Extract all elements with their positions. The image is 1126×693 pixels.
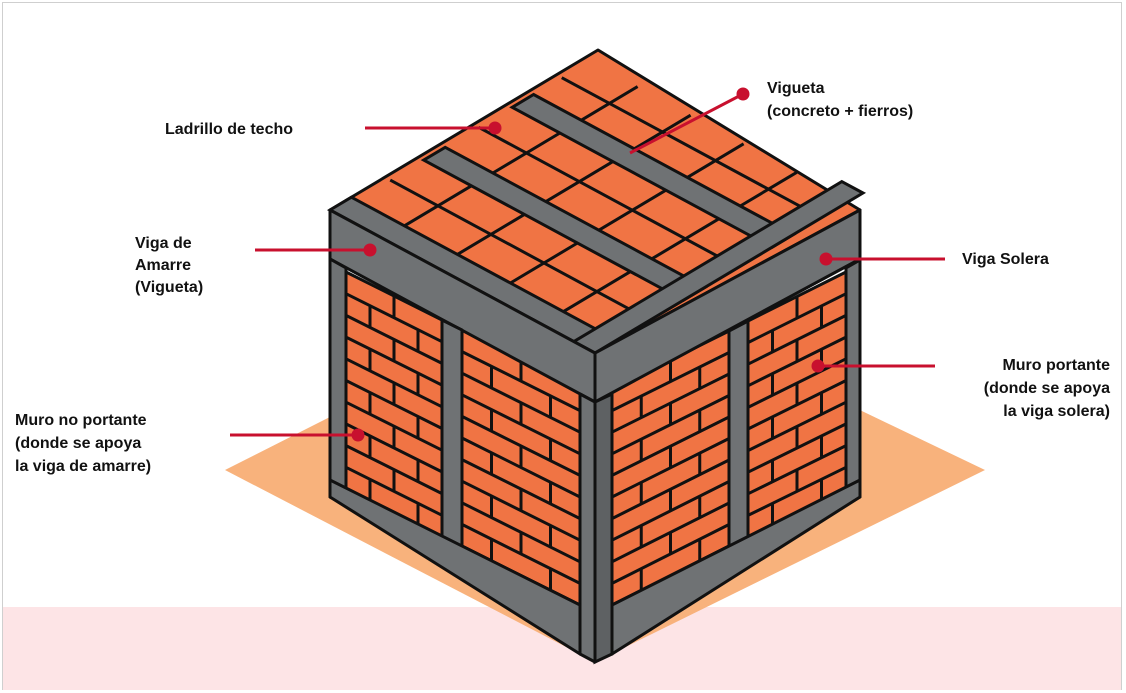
label-vigueta-line2: (concreto + fierros): [767, 103, 913, 120]
label-muro-portante-line2: (donde se apoya: [984, 380, 1110, 397]
sill-beam-right: [610, 478, 862, 656]
leader-muro-portante-dot: [811, 359, 825, 373]
column-right-outer: [844, 258, 862, 507]
column-right-middle: [727, 319, 750, 562]
roof-brick-course: [389, 178, 646, 319]
label-viga-amarre-line2: Amarre: [135, 257, 191, 274]
label-muro-no-portante-line2: (donde se apoya: [15, 435, 141, 452]
left-wall-b-course: [461, 458, 581, 520]
label-muro-no-portante-line3: la viga de amarre): [15, 458, 151, 475]
label-muro-no-portante-line1: Muro no portante: [15, 412, 147, 429]
leader-lines: [230, 87, 945, 442]
label-vigueta-line1: Vigueta: [767, 80, 825, 97]
leader-vigueta-dot: [736, 87, 750, 101]
column-corner-right: [593, 391, 614, 665]
beams-and-columns: [328, 208, 862, 665]
sill-beam-left: [328, 478, 582, 656]
leader-muro-no-portante-dot: [351, 428, 365, 442]
leader-viga-de-amarre-dot: [363, 243, 377, 257]
roof-brick-course: [561, 76, 817, 217]
column-left-middle: [440, 318, 464, 562]
label-viga-solera: Viga Solera: [962, 251, 1049, 268]
column-left-outer: [328, 257, 348, 507]
label-viga-amarre-line1: Viga de: [135, 235, 192, 252]
column-corner-left: [578, 392, 597, 664]
label-muro-portante-line1: Muro portante: [1002, 357, 1110, 374]
roof-slab: [326, 48, 867, 355]
leader-ladrillo-de-techo-dot: [488, 121, 502, 135]
roof-brick-course: [477, 125, 734, 266]
label-ladrillo-de-techo: Ladrillo de techo: [165, 121, 293, 138]
label-viga-amarre-line3: (Vigueta): [135, 279, 203, 296]
labels: Ladrillo de techo Vigueta (concreto + fi…: [15, 80, 1110, 475]
right-wall-b-course: [747, 292, 847, 344]
leader-viga-solera-dot: [819, 252, 833, 266]
label-muro-portante-line3: la viga solera): [1003, 403, 1110, 420]
leader-vigueta-line: [629, 92, 744, 155]
muro-no-portante-wall: [344, 270, 582, 607]
